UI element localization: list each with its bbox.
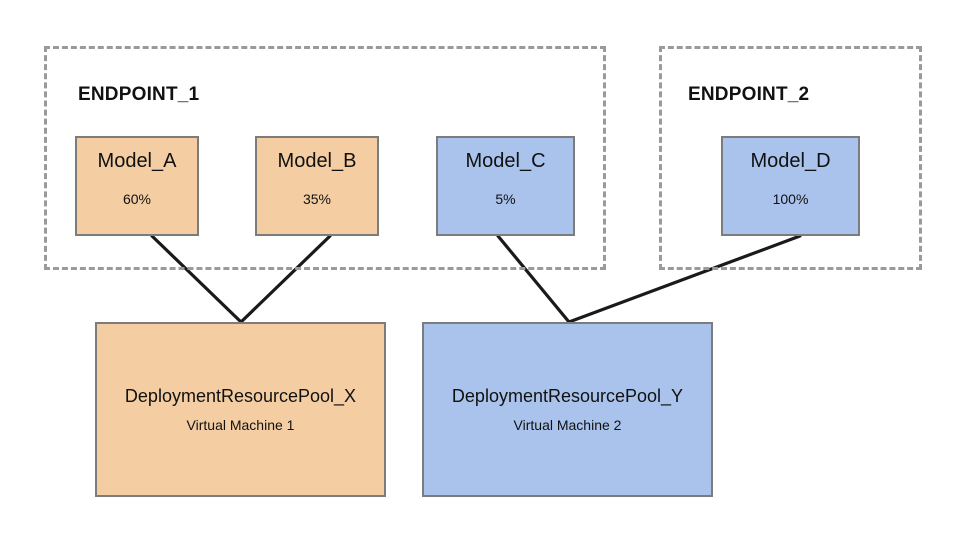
model-traffic-split: 100% xyxy=(772,191,809,207)
endpoint-group-2 xyxy=(659,46,922,270)
model-name-label: Model_C xyxy=(465,150,546,172)
resource-pool-subtitle: Virtual Machine 1 xyxy=(186,417,295,433)
model-box-model-d[interactable]: Model_D 100% xyxy=(721,136,860,236)
model-name-label: Model_D xyxy=(750,150,831,172)
resource-pool-subtitle: Virtual Machine 2 xyxy=(513,417,622,433)
model-box-model-c[interactable]: Model_C 5% xyxy=(436,136,575,236)
model-traffic-split: 35% xyxy=(302,191,332,207)
resource-pool-box-x[interactable]: DeploymentResourcePool_X Virtual Machine… xyxy=(95,322,386,497)
resource-pool-box-y[interactable]: DeploymentResourcePool_Y Virtual Machine… xyxy=(422,322,713,497)
model-traffic-split: 5% xyxy=(495,191,516,207)
endpoint-label-2: ENDPOINT_2 xyxy=(688,84,810,105)
model-box-model-b[interactable]: Model_B 35% xyxy=(255,136,379,236)
model-traffic-split: 60% xyxy=(122,191,152,207)
model-name-label: Model_A xyxy=(97,150,177,172)
resource-pool-name: DeploymentResourcePool_X xyxy=(124,386,357,406)
endpoint-label-1: ENDPOINT_1 xyxy=(78,84,200,105)
resource-pool-name: DeploymentResourcePool_Y xyxy=(451,386,684,406)
endpoint-group-1 xyxy=(44,46,606,270)
model-name-label: Model_B xyxy=(277,150,357,172)
model-box-model-a[interactable]: Model_A 60% xyxy=(75,136,199,236)
